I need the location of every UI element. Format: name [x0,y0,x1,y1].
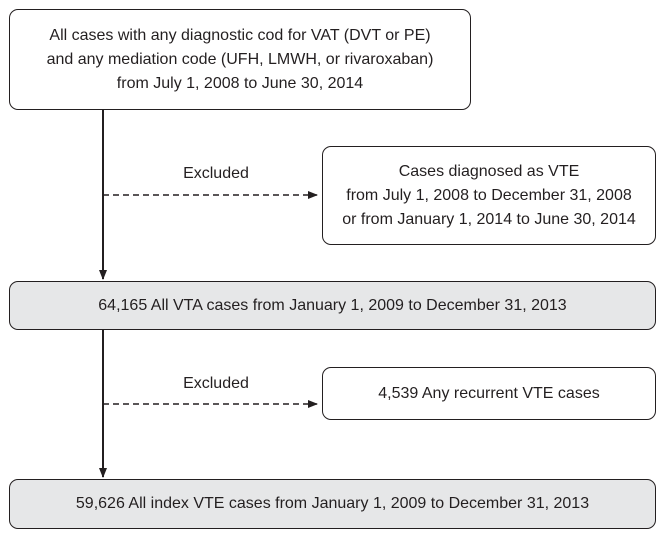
exclusion-box-2: 4,539 Any recurrent VTE cases [322,367,656,420]
study-period-cohort-text: 64,165 All VTA cases from January 1, 200… [98,296,567,314]
initial-cohort-line-3: from July 1, 2008 to June 30, 2014 [116,74,364,92]
initial-cohort-line-1: All cases with any diagnostic cod for VA… [49,26,431,44]
initial-cohort-box: All cases with any diagnostic cod for VA… [9,9,471,110]
exclusion-box-1: Cases diagnosed as VTE from July 1, 2008… [322,146,656,245]
initial-cohort-line-2: and any mediation code (UFH, LMWH, or ri… [46,50,434,68]
exclusion-2-text: 4,539 Any recurrent VTE cases [378,384,600,402]
exclusion-1-line-2: from July 1, 2008 to December 31, 2008 [346,186,632,204]
excluded-label-1: Excluded [183,165,249,182]
exclusion-1-line-1: Cases diagnosed as VTE [398,162,580,180]
index-vte-cohort-text: 59,626 All index VTE cases from January … [75,495,590,512]
exclusion-1-line-3: or from January 1, 2014 to June 30, 2014 [342,210,636,228]
study-period-cohort-box: 64,165 All VTA cases from January 1, 200… [9,281,656,330]
index-vte-cohort-box: 59,626 All index VTE cases from January … [9,479,656,529]
excluded-label-2: Excluded [183,375,249,392]
